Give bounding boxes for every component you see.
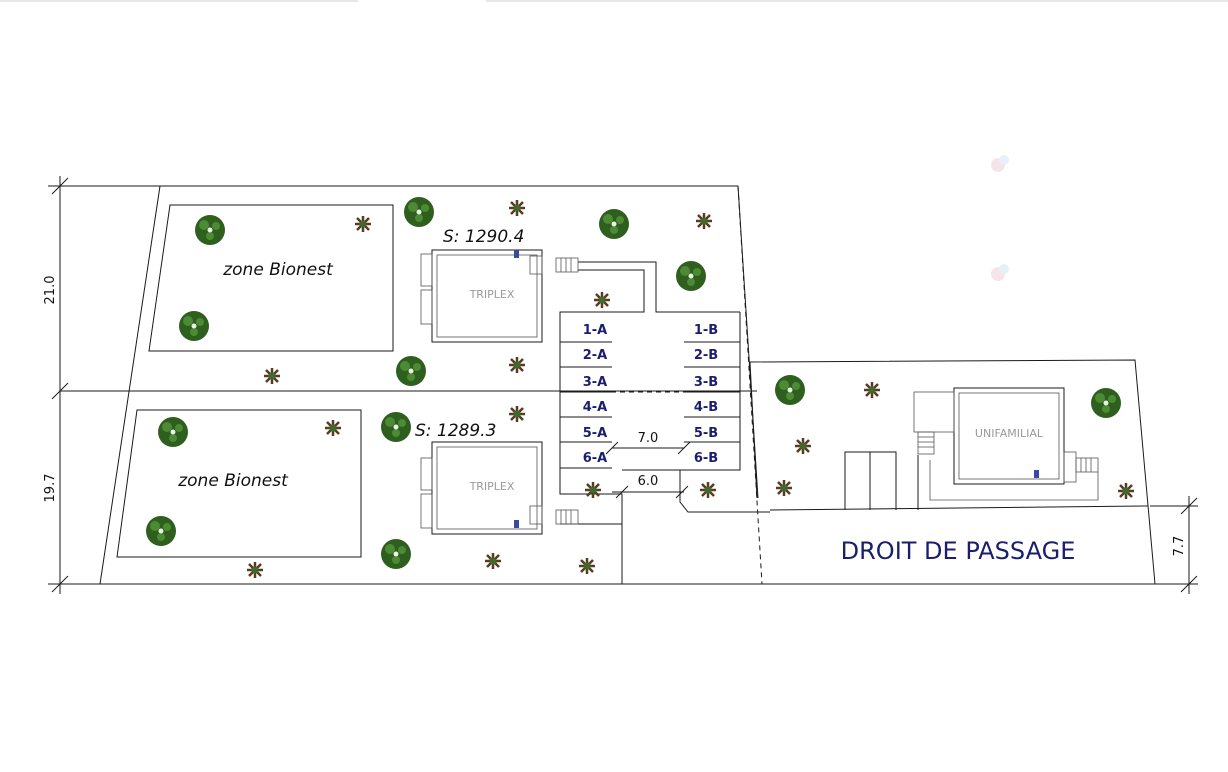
aisle-upper-dimension: 7.0	[638, 431, 659, 446]
aisle-lower-dimension: 6.0	[638, 474, 659, 489]
lot-top-depth: 21.0	[43, 276, 58, 305]
area-label: S: 1289.3	[415, 421, 496, 441]
shrub-icon	[323, 418, 343, 438]
tree-icon	[146, 516, 176, 546]
shrub-icon	[592, 290, 612, 310]
trees	[146, 197, 1121, 569]
tree-icon	[396, 356, 426, 386]
tree-icon	[775, 375, 805, 405]
parking-label: 2-A	[583, 348, 608, 363]
driveway	[559, 261, 770, 584]
shrub-icon	[353, 214, 373, 234]
shrub-icon	[483, 551, 503, 571]
parking-label: 5-A	[583, 426, 608, 441]
shrub-icon	[507, 404, 527, 424]
tree-icon	[599, 209, 629, 239]
shrub-icon	[262, 366, 282, 386]
tree-icon	[158, 417, 188, 447]
parking-labels-a: 1-A 2-A 3-A 4-A 5-A 6-A	[583, 323, 608, 466]
aisle-dimension-upper	[605, 441, 691, 455]
shrub-icon	[774, 478, 794, 498]
tree-icon	[404, 197, 434, 227]
parking-label: 6-A	[583, 451, 608, 466]
zone-bionest-upper	[148, 204, 394, 352]
shrub-icon	[694, 211, 714, 231]
building-label: TRIPLEX	[469, 480, 515, 493]
parking-label: 2-B	[694, 348, 718, 363]
shrub-icon	[698, 480, 718, 500]
parking-label: 3-B	[694, 375, 718, 390]
aisle-dimension-lower	[612, 485, 689, 499]
parking-label: 5-B	[694, 426, 718, 441]
zone-bionest-lower	[116, 409, 362, 558]
shrub-icon	[507, 355, 527, 375]
parking-label: 4-A	[583, 400, 608, 415]
building-label: UNIFAMILIAL	[975, 427, 1044, 440]
parking-label: 3-A	[583, 375, 608, 390]
parking-label: 1-A	[583, 323, 608, 338]
parking-label: 1-B	[694, 323, 718, 338]
dimension-right	[1150, 496, 1198, 594]
triplex-upper	[420, 249, 579, 343]
shrub-icon	[245, 560, 265, 580]
parking-label: 6-B	[694, 451, 718, 466]
shrub-icon	[507, 198, 527, 218]
building-label: TRIPLEX	[469, 288, 515, 301]
lot-bottom-depth: 19.7	[43, 474, 58, 503]
dimension-left	[48, 176, 160, 594]
lot-boundaries	[60, 185, 1156, 585]
tree-icon	[195, 215, 225, 245]
tree-icon	[1091, 388, 1121, 418]
triplex-lower	[420, 441, 579, 535]
shrub-icon	[793, 436, 813, 456]
watermark-marks	[991, 155, 1009, 281]
parking-label: 4-B	[694, 400, 718, 415]
tree-icon	[676, 261, 706, 291]
tree-icon	[179, 311, 209, 341]
unifamilial-house	[913, 387, 1099, 501]
shrub-icon	[1116, 481, 1136, 501]
tree-icon	[381, 539, 411, 569]
parking-labels-b: 1-B 2-B 3-B 4-B 5-B 6-B	[694, 323, 718, 466]
shrub-icon	[583, 480, 603, 500]
area-label: S: 1290.4	[443, 227, 524, 247]
shrub-icon	[577, 556, 597, 576]
parking-stalls	[560, 341, 740, 469]
right-lot-lanes	[844, 451, 919, 510]
passage-label: DROIT DE PASSAGE	[841, 537, 1076, 565]
tree-icon	[381, 412, 411, 442]
zone-label: zone Bionest	[222, 260, 334, 280]
passage-width: 7.7	[1172, 536, 1187, 557]
zone-label: zone Bionest	[177, 471, 289, 491]
shrub-icon	[862, 380, 882, 400]
